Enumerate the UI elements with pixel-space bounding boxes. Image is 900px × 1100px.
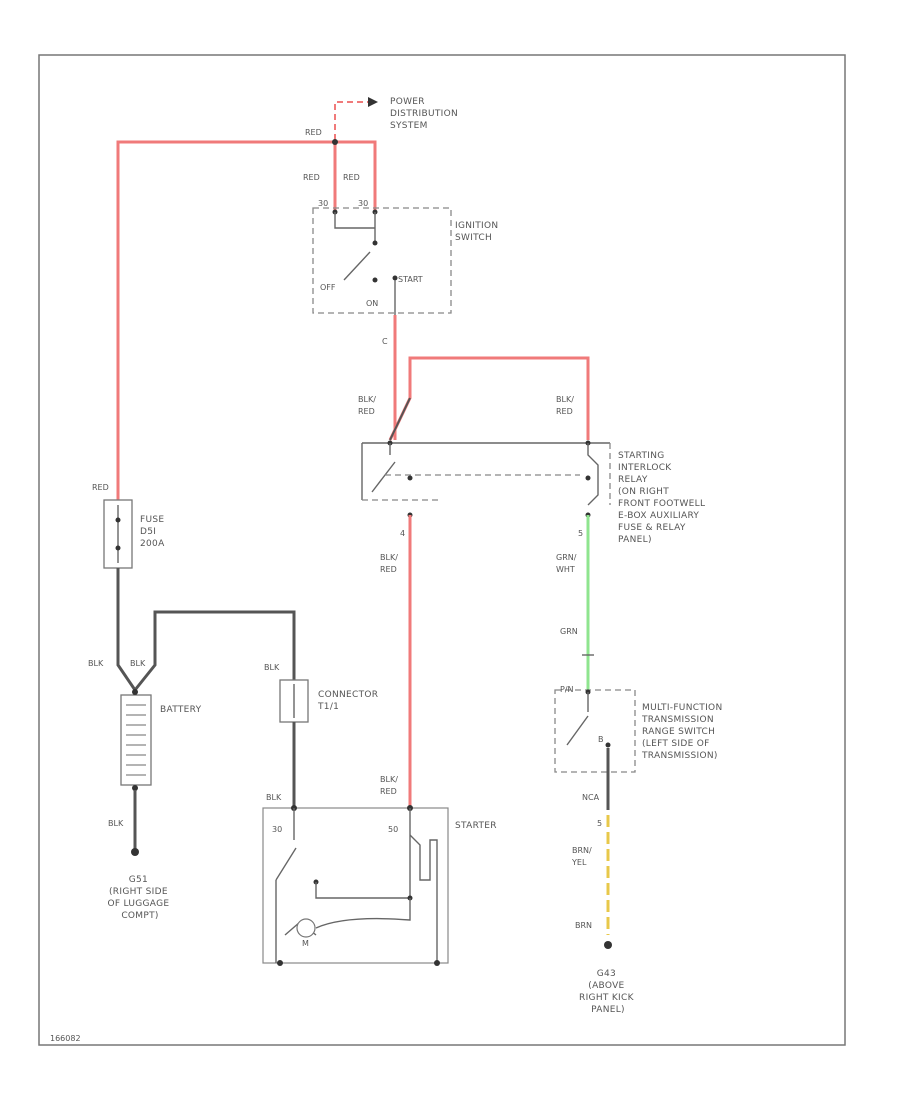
pin-label: START xyxy=(398,275,423,284)
battery-symbol xyxy=(120,694,152,786)
starter-internal-wire xyxy=(315,882,410,899)
pin-label: M xyxy=(302,939,309,948)
pin-label: C xyxy=(382,337,388,346)
wire-color-label: BRN/ YEL xyxy=(571,846,594,867)
switch-contact-dot xyxy=(605,742,611,748)
pin-label: 4 xyxy=(400,529,405,538)
wire-color-label: GRN/ WHT xyxy=(556,553,579,574)
switch-contact-dot xyxy=(372,277,378,283)
ignition-switch-label: IGNITION SWITCH xyxy=(455,221,502,243)
battery-label: BATTERY xyxy=(160,705,202,715)
range-switch-blade xyxy=(566,715,589,746)
pin-label: 30 xyxy=(358,199,368,208)
ignition-internal-wire xyxy=(334,212,376,243)
ignition-switch-box xyxy=(312,207,452,314)
wire-color-label: BLK/ RED xyxy=(556,395,576,416)
relay-contact-dot xyxy=(407,475,413,481)
range-switch-box xyxy=(554,689,636,773)
wire-color-label: BLK xyxy=(130,659,146,668)
starter-motor-symbol xyxy=(296,918,316,938)
wire-color-label: NCA xyxy=(582,793,600,802)
wire-color-label: GRN xyxy=(560,627,578,636)
pin-label: 5 xyxy=(597,819,602,828)
ignition-switch-blade xyxy=(343,251,371,281)
range-switch-label: MULTI-FUNCTION TRANSMISSION RANGE SWITCH… xyxy=(641,703,726,761)
ground-g1-label: G51 (RIGHT SIDE OF LUGGAGE COMPT) xyxy=(107,875,172,921)
pin-label: B xyxy=(598,735,604,744)
wire-color-label: RED xyxy=(303,173,320,182)
power-distribution-label: POWER DISTRIBUTION SYSTEM xyxy=(390,97,461,131)
wire-color-label: BRN xyxy=(575,921,592,930)
wire-black-tracer xyxy=(389,397,411,441)
pin-label: ON xyxy=(366,299,378,308)
power-link-wire xyxy=(334,101,368,140)
diagram-border xyxy=(38,54,846,1046)
pin-label: OFF xyxy=(320,283,336,292)
pin-label: 5 xyxy=(578,529,583,538)
wire-color-label: RED xyxy=(305,128,322,137)
starter-winding xyxy=(409,834,438,963)
battery-terminal-dot xyxy=(132,689,138,695)
relay-coil xyxy=(587,443,599,506)
pin-label: 30 xyxy=(272,825,282,834)
fuse-dot xyxy=(115,517,121,523)
pin-label: 50 xyxy=(388,825,398,834)
wire-color-label: BLK xyxy=(108,819,124,828)
wire-color-label: BLK xyxy=(266,793,282,802)
arrow-icon xyxy=(368,97,378,107)
pin-label: P/N xyxy=(560,685,574,694)
starter-box xyxy=(262,807,449,964)
ground-g2-label: G43 (ABOVE RIGHT KICK PANEL) xyxy=(579,969,637,1015)
wire-battery-to-connector xyxy=(133,610,296,691)
wire-color-label: RED xyxy=(92,483,109,492)
ground-dot xyxy=(604,941,612,949)
fuse-label: FUSE D5I 200A xyxy=(140,515,168,549)
wire-color-label: RED xyxy=(343,173,360,182)
battery-cells xyxy=(126,704,146,776)
starter-label: STARTER xyxy=(455,821,497,831)
connector-label: CONNECTOR T1/1 xyxy=(317,690,382,712)
fuse-dot xyxy=(115,545,121,551)
pin-label: 30 xyxy=(318,199,328,208)
red-wire-fuse xyxy=(116,140,335,500)
starter-ground-dot xyxy=(434,960,440,966)
splice-dot xyxy=(332,139,338,145)
ground-dot xyxy=(131,848,139,856)
wire-color-label: BLK/ RED xyxy=(358,395,378,416)
battery-terminal-dot xyxy=(132,785,138,791)
wire-color-label: BLK xyxy=(264,663,280,672)
red-wire-ign-b xyxy=(335,140,377,210)
relay-contact-dot xyxy=(585,475,591,481)
wire-color-label: BLK/ RED xyxy=(380,553,400,574)
starting-interlock-relay-label: STARTING INTERLOCK RELAY (ON RIGHT FRONT… xyxy=(618,451,708,545)
switch-contact-dot xyxy=(372,240,378,246)
wire-fuse-to-battery xyxy=(116,568,137,691)
switch-contact-dot xyxy=(392,275,398,281)
diagram-code-label: 166082 xyxy=(50,1034,81,1043)
starter-solenoid-blade xyxy=(275,847,297,881)
wire-color-label: BLK/ RED xyxy=(380,775,400,796)
relay-switch-blade xyxy=(371,461,396,493)
starter-ground-dot xyxy=(277,960,283,966)
wire-color-label: BLK xyxy=(88,659,104,668)
